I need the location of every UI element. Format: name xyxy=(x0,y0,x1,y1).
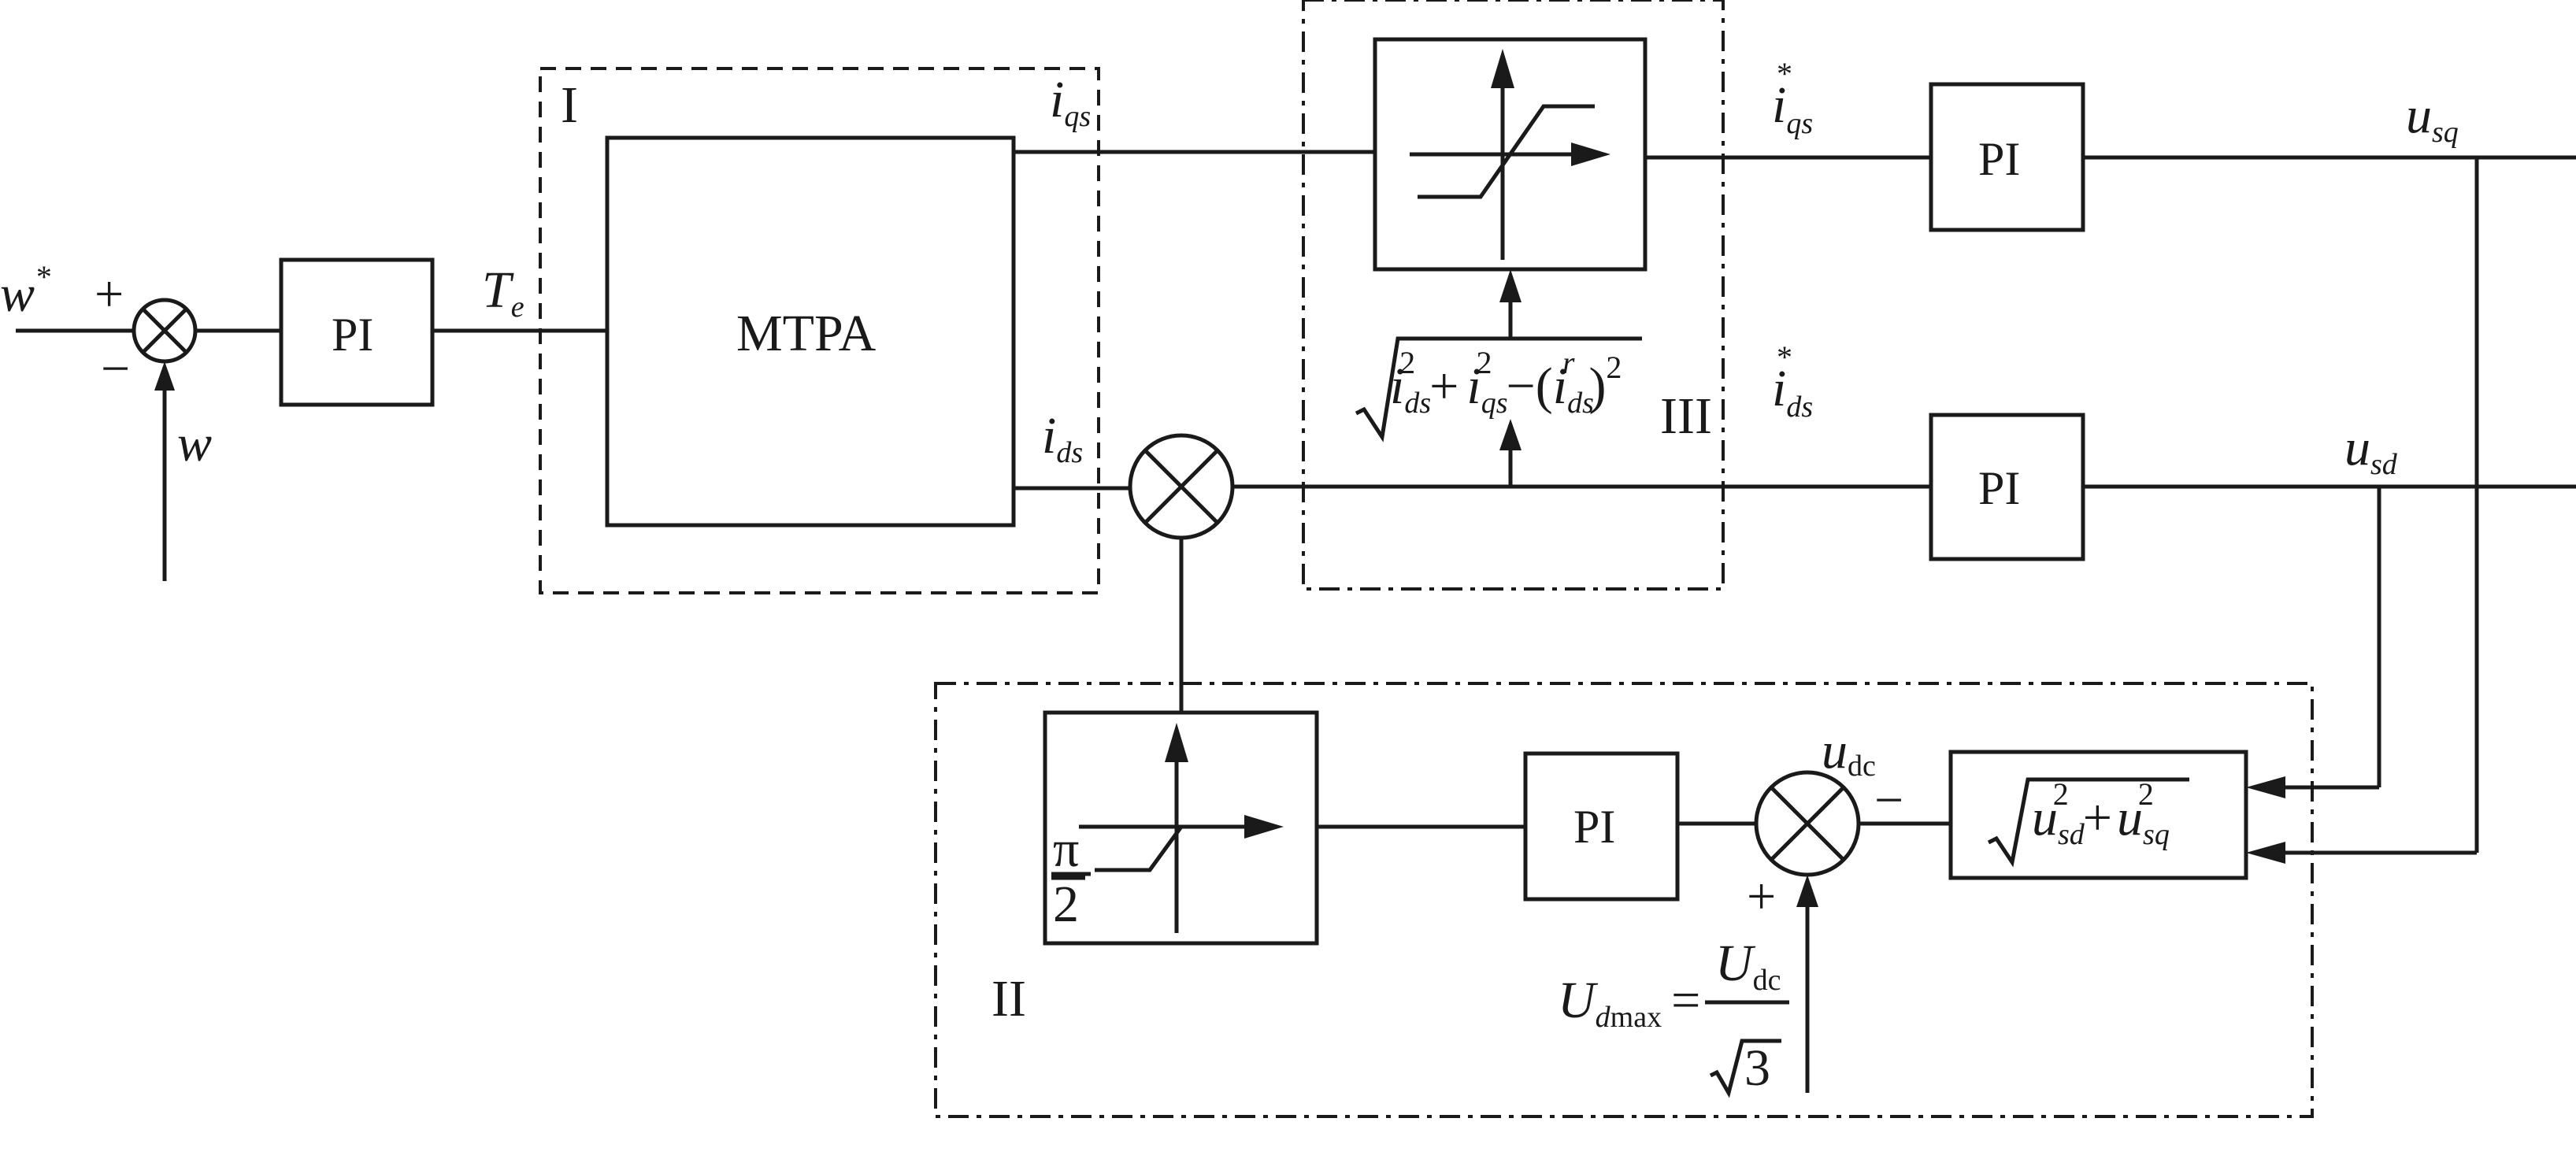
usq-label: usq xyxy=(2406,87,2459,149)
udmax-denominator: 3 xyxy=(1744,1039,1770,1097)
limiter-curve xyxy=(1418,104,1595,199)
speed-minus-sign: − xyxy=(101,340,130,398)
sqrt3-sign xyxy=(1709,1039,1781,1098)
udmax-plus-sign: + xyxy=(1747,868,1776,925)
usd-label: usd xyxy=(2344,419,2398,481)
speed-plus-sign: + xyxy=(95,265,124,323)
limit-formula: ids2+iqs2−(idsr)2 xyxy=(1390,345,1622,420)
region-3-label: III xyxy=(1660,387,1712,445)
speed-pi-block xyxy=(279,257,435,407)
ids-label: ids xyxy=(1042,407,1083,469)
mag-sqrt-sign xyxy=(1987,777,2189,868)
d-pi-block xyxy=(1929,413,2085,561)
udmax-numerator: Udc xyxy=(1715,935,1781,997)
pi2-denominator: 2 xyxy=(1053,876,1079,933)
region-1-label: I xyxy=(561,76,578,134)
pi2-numerator: π xyxy=(1053,820,1079,878)
mag-formula: usd2+usq2 xyxy=(2032,776,2170,851)
flux-pi-label: PI xyxy=(1573,801,1615,853)
udc-minus-sign: − xyxy=(1874,772,1903,829)
region-2-label: II xyxy=(991,970,1026,1028)
mtpa-label: MTPA xyxy=(736,305,877,362)
q-pi-label: PI xyxy=(1978,133,2020,185)
angle-curve xyxy=(1095,825,1184,872)
d-pi-label: PI xyxy=(1978,462,2020,514)
ids-star-label: ids* xyxy=(1772,339,1813,424)
region-2-boundary xyxy=(934,682,2314,1118)
udc-label: udc xyxy=(1822,722,1876,783)
w-ref-label: w* xyxy=(0,259,50,323)
voltage-magnitude-block xyxy=(1948,750,2248,880)
limit-sqrt-sign xyxy=(1355,336,1642,442)
iqs-label: iqs xyxy=(1050,71,1091,133)
speed-pi-label: PI xyxy=(332,309,373,361)
te-label: Te xyxy=(482,261,524,324)
region-3-boundary xyxy=(1302,0,1725,591)
mtpa-block xyxy=(605,135,1016,528)
iqs-star-label: iqs* xyxy=(1772,56,1813,140)
udmax-lhs: Udmax= xyxy=(1558,972,1700,1034)
w-feedback-label: w xyxy=(177,415,212,472)
w-feedback-arrow xyxy=(154,361,175,391)
